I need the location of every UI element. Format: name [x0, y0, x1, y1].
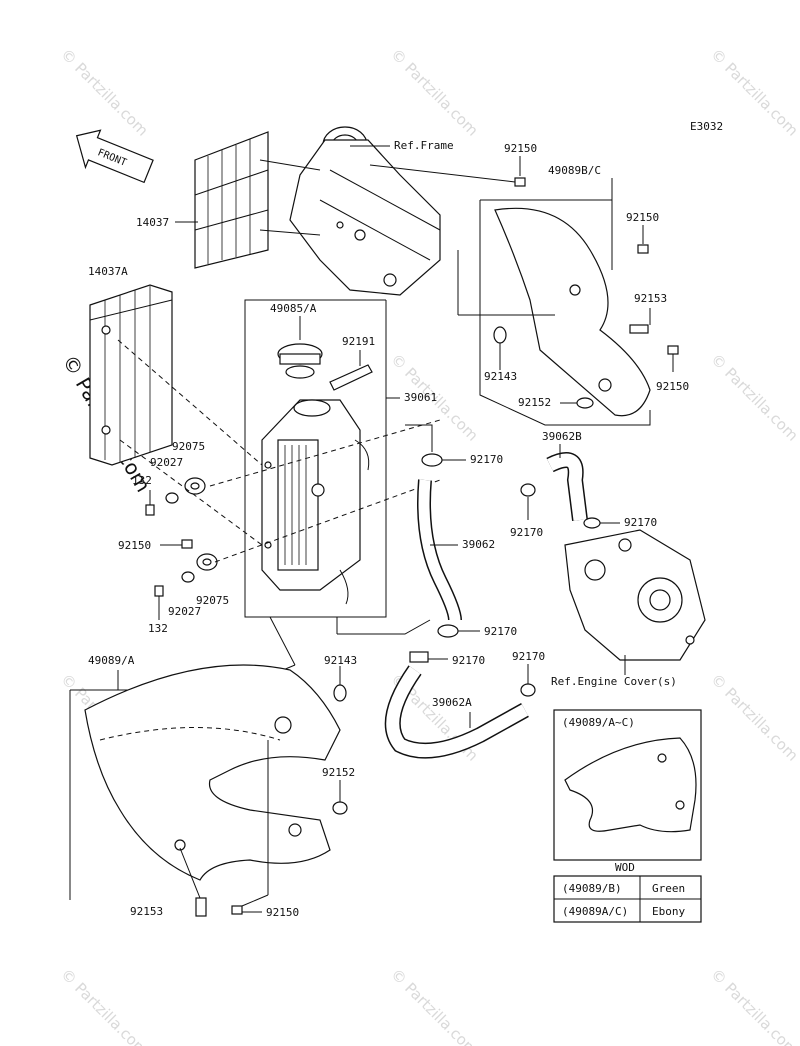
radiator-core-14037a — [89, 284, 173, 466]
watermark-text: © Partzilla.com — [57, 965, 152, 1046]
hose-39062a — [384, 665, 529, 759]
callout-ref-engine-cover: Ref.Engine Cover(s) — [551, 675, 677, 688]
callout-92170-a: 92170 — [470, 453, 503, 466]
bolt-92153-right — [629, 324, 649, 334]
watermark-text: © Partzilla.com — [57, 45, 152, 140]
callout-49089a: 49089/A — [88, 654, 135, 667]
bolt-92150-left-lower — [231, 905, 243, 915]
grommet-92143-right — [493, 326, 507, 344]
callout-92170-f: 92170 — [512, 650, 545, 663]
callout-92170-d: 92170 — [484, 625, 517, 638]
color-inset: (49089/A~C) WOD (49089/B) Green (49089A/… — [553, 709, 702, 923]
collar-92027-upper — [165, 492, 179, 504]
callout-92153-right: 92153 — [634, 292, 667, 305]
callout-92170-e: 92170 — [452, 654, 485, 667]
callout-ref-frame: Ref.Frame — [394, 139, 454, 152]
callout-14037a: 14037A — [88, 265, 128, 278]
callout-39062: 39062 — [462, 538, 495, 551]
inset-title: (49089/A~C) — [562, 716, 635, 729]
callout-92027-lower: 92027 — [168, 605, 201, 618]
callout-92143-right: 92143 — [484, 370, 517, 383]
hose-clamp-92170-e — [409, 651, 429, 663]
callout-49085a: 49085/A — [270, 302, 317, 315]
callout-39062a: 39062A — [432, 696, 472, 709]
callout-39061: 39061 — [404, 391, 437, 404]
hose-clamp-92170-d — [437, 624, 459, 638]
breather-hose-92191 — [329, 364, 373, 391]
bolt-92150-r1 — [637, 244, 649, 254]
callout-92152-left: 92152 — [322, 766, 355, 779]
callout-92150-left-lower: 92150 — [266, 906, 299, 919]
hose-clamp-92170-a — [421, 453, 443, 467]
callout-92191: 92191 — [342, 335, 375, 348]
inset-row-color: Green — [652, 882, 685, 895]
callout-92075-lower: 92075 — [196, 594, 229, 607]
hose-39062b — [546, 452, 588, 521]
inset-row-color: Ebony — [652, 905, 685, 918]
bolt-92150-top — [514, 177, 526, 187]
callout-92075-upper: 92075 — [172, 440, 205, 453]
callout-92027-upper: 92027 — [150, 456, 183, 469]
callout-92152-right: 92152 — [518, 396, 551, 409]
hose-clamp-92170-f — [520, 683, 536, 697]
grommet-92143-left — [333, 684, 347, 702]
watermark-text: © Partzilla.com — [387, 965, 482, 1046]
watermark-text: © Partzilla.com — [707, 965, 800, 1046]
callout-92170-c: 92170 — [624, 516, 657, 529]
callout-92150-r2: 92150 — [656, 380, 689, 393]
bolt-92150-r2 — [667, 345, 679, 355]
hose-clamp-92170-b — [520, 483, 536, 497]
bolt-132-upper — [145, 490, 155, 516]
radiator-39061 — [261, 399, 370, 605]
callout-92170-b: 92170 — [510, 526, 543, 539]
callout-132-upper: 132 — [132, 474, 152, 487]
watermark-text: © Partzilla.com — [707, 670, 800, 765]
radiator-shroud-49089bc — [494, 207, 651, 417]
callout-92150-left: 92150 — [118, 539, 151, 552]
watermark-text: © Partzilla.com — [387, 45, 482, 140]
hose-clamp-92170-c — [583, 517, 601, 529]
callout-92150-r1: 92150 — [626, 211, 659, 224]
grommet-92152-left — [332, 801, 348, 815]
callout-49089bc: 49089B/C — [548, 164, 601, 177]
callout-14037: 14037 — [136, 216, 169, 229]
engine-cover-reference — [564, 529, 706, 661]
bolt-92153-left — [195, 897, 207, 917]
bolt-92150-left — [160, 539, 193, 549]
callout-92150-top: 92150 — [504, 142, 537, 155]
diagram-code: E3032 — [690, 120, 723, 133]
bolt-132-lower — [154, 585, 164, 620]
grommet-92075-lower — [196, 553, 218, 571]
radiator-assembly-box — [244, 299, 387, 618]
hose-39062 — [417, 479, 462, 621]
front-arrow-icon: FRONT — [75, 129, 154, 184]
callout-92143-left: 92143 — [324, 654, 357, 667]
grommet-92152-right — [576, 397, 594, 409]
radiator-louver-14037 — [194, 131, 269, 269]
callout-39062b: 39062B — [542, 430, 582, 443]
watermark-text: © Partzilla.com — [707, 350, 800, 445]
frame-reference — [259, 126, 441, 296]
inset-row-part: (49089A/C) — [562, 905, 628, 918]
radiator-cap-49085a — [277, 343, 323, 379]
callout-132-lower: 132 — [148, 622, 168, 635]
inset-table-heading: WOD — [615, 861, 635, 874]
inset-row-part: (49089/B) — [562, 882, 622, 895]
radiator-shroud-49089a — [84, 664, 341, 881]
collar-92027-lower — [181, 571, 195, 583]
grommet-92075-upper — [184, 477, 206, 495]
callout-92153-left: 92153 — [130, 905, 163, 918]
